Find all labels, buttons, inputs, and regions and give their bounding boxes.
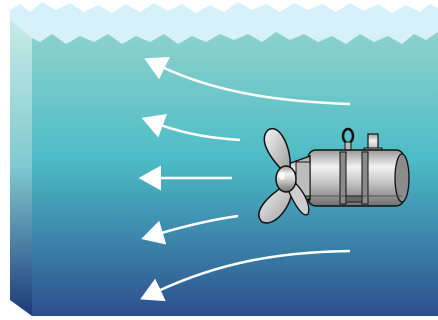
water-surface-icon (10, 2, 438, 44)
flow-arrow-icon (141, 214, 239, 245)
flow-arrow-icon (141, 114, 241, 142)
flow-arrow-icon (140, 249, 351, 302)
propeller-icon (258, 127, 310, 224)
propeller-hub (275, 165, 297, 193)
tank-side-wall (10, 18, 32, 316)
submersible-mixer-icon (258, 127, 410, 224)
flow-arrow-icon (144, 56, 351, 106)
